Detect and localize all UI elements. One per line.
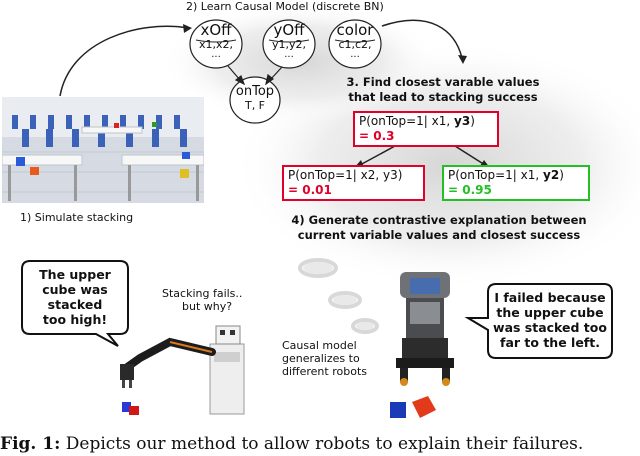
node-yoff-shape bbox=[262, 19, 316, 69]
prob-box-left: P(onTop=1| x2, y3) = 0.01 bbox=[282, 165, 425, 201]
node-yoff: yOff y1,y2, ... bbox=[263, 21, 315, 60]
prob-top-value: = 0.3 bbox=[359, 129, 395, 143]
speech-bubble-left-shape bbox=[21, 260, 129, 347]
thought-bubble-trail bbox=[298, 258, 379, 334]
node-ontop: onTop T, F bbox=[230, 84, 280, 112]
prob-left-expr: P(onTop=1| x2, y3) bbox=[288, 168, 403, 182]
node-yoff-more: ... bbox=[284, 49, 294, 60]
step4-text: 4) Generate contrastive explanation betw… bbox=[266, 213, 612, 243]
bn-title: 2) Learn Causal Model (discrete BN) bbox=[186, 0, 384, 13]
node-xoff-label: xOff bbox=[200, 21, 232, 39]
node-ontop-label: onTop bbox=[235, 84, 275, 99]
caption-fig-label: Fig. 1: bbox=[0, 434, 61, 454]
caption-text: Depicts our method to allow robots to ex… bbox=[60, 434, 584, 454]
stacking-note: Stacking fails..but why? bbox=[162, 287, 243, 313]
node-yoff-values: y1,y2, bbox=[271, 38, 306, 51]
simulation-scene-image bbox=[2, 97, 204, 203]
simulate-label: 1) Simulate stacking bbox=[20, 211, 134, 224]
robot-right-image bbox=[390, 272, 454, 418]
figure-caption: Fig. 1: Depicts our method to allow robo… bbox=[0, 433, 640, 455]
step4-line1: 4) Generate contrastive explanation betw… bbox=[291, 213, 587, 227]
step4-line2: current variable values and closest succ… bbox=[297, 228, 581, 242]
node-xoff-more: ... bbox=[211, 49, 221, 60]
speech-bubble-right-shape bbox=[464, 283, 613, 359]
node-xoff-shape bbox=[189, 19, 243, 69]
prob-right-expr: P(onTop=1| x1, y2) bbox=[448, 168, 564, 182]
robot-left-image bbox=[120, 325, 245, 415]
node-color-shape bbox=[328, 19, 382, 69]
prob-box-right: P(onTop=1| x1, y2) = 0.95 bbox=[442, 165, 590, 201]
step3-line1: 3. Find closest varable values bbox=[346, 75, 540, 89]
step3-line2: that lead to stacking success bbox=[348, 90, 538, 104]
prob-right-value: = 0.95 bbox=[448, 183, 492, 197]
node-yoff-label: yOff bbox=[273, 21, 305, 39]
node-xoff-values: x1,x2, bbox=[198, 38, 233, 51]
node-ontop-shape bbox=[229, 76, 281, 124]
node-color-more: ... bbox=[350, 49, 360, 60]
node-ontop-values: T, F bbox=[244, 99, 266, 112]
prob-top-expr: P(onTop=1| x1, y3) bbox=[359, 114, 475, 128]
step3-text: 3. Find closest varable values that lead… bbox=[312, 75, 574, 105]
node-color: color c1,c2, ... bbox=[329, 21, 381, 60]
prob-left-value: = 0.01 bbox=[288, 183, 332, 197]
node-xoff: xOff x1,x2, ... bbox=[190, 21, 242, 60]
arrow-bn-to-step3 bbox=[381, 19, 463, 59]
arrow-scene-to-bn bbox=[59, 25, 189, 97]
node-color-label: color bbox=[336, 21, 374, 39]
prob-box-top: P(onTop=1| x1, y3) = 0.3 bbox=[353, 111, 499, 147]
node-color-values: c1,c2, bbox=[338, 38, 372, 51]
